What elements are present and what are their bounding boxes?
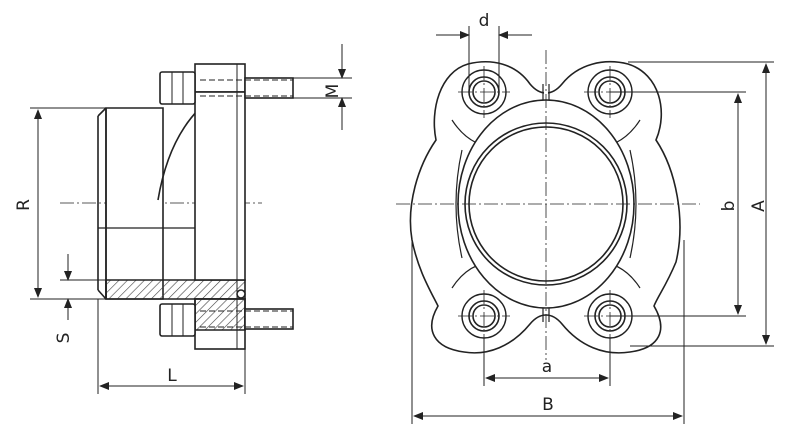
pipe-chamfer-top [97,107,107,117]
label-l: L [167,366,177,386]
front-view-labels: d a B b A [479,11,769,415]
label-b-upper: B [542,395,554,415]
side-view [60,63,294,350]
o-ring [236,289,246,299]
label-b-lower: b [719,201,739,212]
front-view [409,61,681,354]
pipe-chamfer-bottom [97,289,107,300]
top-bolt-head [159,71,196,105]
top-bolt-shank [244,77,294,99]
front-view-dimensions [411,26,774,424]
label-a-lower: a [542,357,552,377]
pipe-body [105,107,164,300]
hub-side-right [629,149,637,259]
label-d: d [479,11,490,31]
pipe-wall-section [105,279,246,300]
bottom-bolt-head [159,303,196,337]
hub-curve [157,107,201,201]
label-m: M [323,84,343,99]
side-view-labels: R S L M [14,84,343,386]
side-view-dimensions [30,44,352,394]
label-r: R [14,199,34,211]
hub-side-left [455,149,463,259]
label-a-upper: A [749,200,769,212]
bottom-bolt-shank [244,308,294,330]
label-s: S [54,333,74,344]
